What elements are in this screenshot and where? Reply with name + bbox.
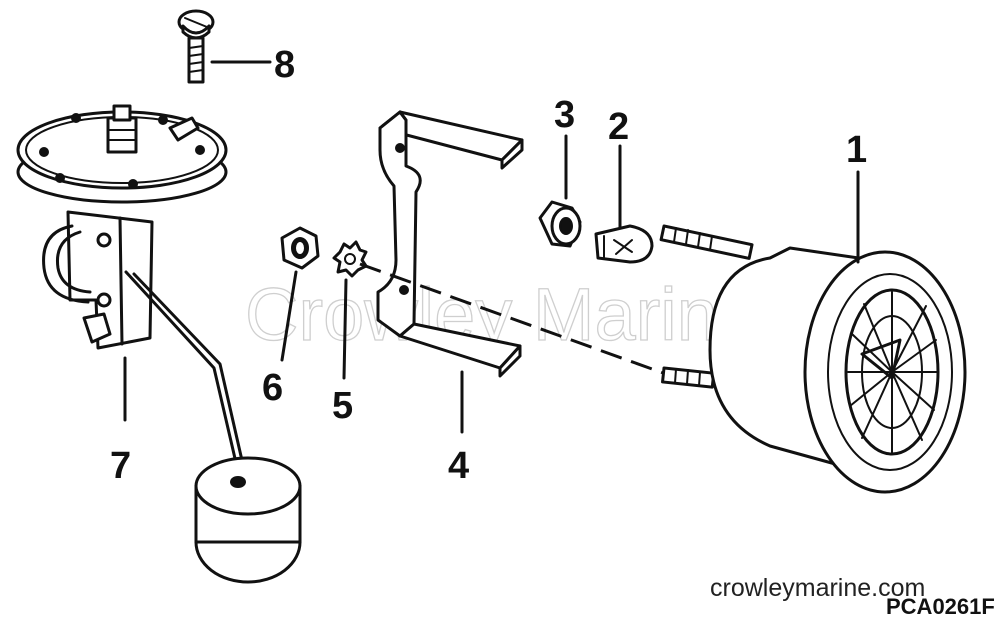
lock-washer-part-5 (332, 240, 368, 278)
drawing-code: PCA0261F (886, 594, 995, 619)
bracket-part-4 (376, 110, 524, 378)
callout-8: 8 (274, 44, 295, 86)
callout-2: 2 (608, 106, 629, 148)
callout-1: 1 (846, 129, 867, 171)
bulb-socket-part-3 (538, 200, 582, 248)
bulb-part-2 (594, 224, 654, 264)
fuel-gauge-part-1 (659, 224, 967, 494)
screw-part-8 (177, 9, 215, 84)
leader-5 (342, 278, 348, 380)
hex-nut-part-6 (280, 226, 320, 270)
leader-6 (280, 270, 298, 362)
alignment-dash (359, 262, 667, 376)
website-text: crowleymarine.com (710, 574, 925, 602)
callout-7: 7 (110, 445, 131, 487)
callout-5: 5 (332, 385, 353, 427)
callout-3: 3 (554, 94, 575, 136)
fuel-sender-part-7 (16, 104, 302, 584)
callout-4: 4 (448, 445, 469, 487)
callout-6: 6 (262, 367, 283, 409)
